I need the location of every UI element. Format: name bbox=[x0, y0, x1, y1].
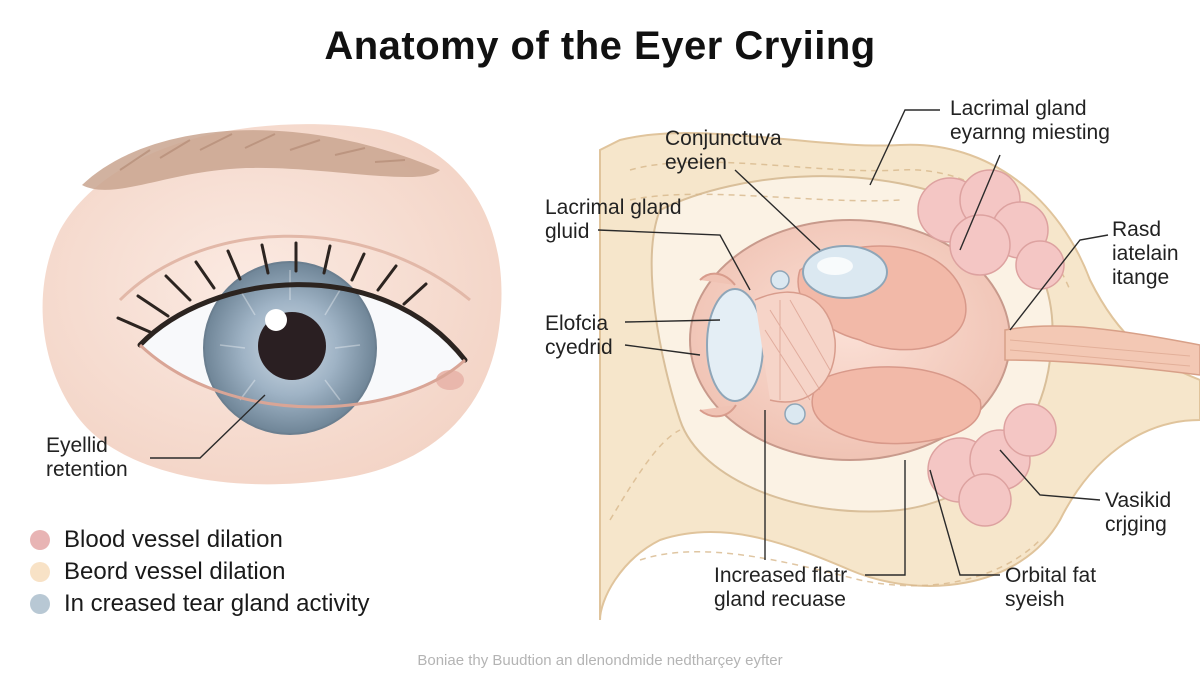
eye-cross-section bbox=[599, 132, 1200, 621]
page-title: Anatomy of the Eyer Cryiing bbox=[324, 24, 876, 68]
legend-dot bbox=[30, 530, 50, 550]
legend-item: Beord vessel dilation bbox=[30, 556, 370, 588]
legend-dot bbox=[30, 594, 50, 614]
leader-lines bbox=[150, 109, 1109, 576]
legend-dot bbox=[30, 562, 50, 582]
eyebrow bbox=[82, 130, 440, 190]
legend: Blood vessel dilation Beord vessel dilat… bbox=[30, 524, 370, 620]
cornea bbox=[706, 288, 764, 402]
footer-caption: Boniae thy Buudtion an dlenondmide nedth… bbox=[417, 652, 783, 669]
legend-label: Blood vessel dilation bbox=[64, 526, 283, 553]
external-eye bbox=[42, 124, 502, 485]
legend-item: Blood vessel dilation bbox=[30, 524, 370, 556]
lacrimal-gland-lower bbox=[927, 403, 1057, 527]
legend-item: In creased tear gland activity bbox=[30, 588, 370, 620]
legend-label: In creased tear gland activity bbox=[64, 590, 370, 617]
legend-label: Beord vessel dilation bbox=[64, 558, 286, 585]
